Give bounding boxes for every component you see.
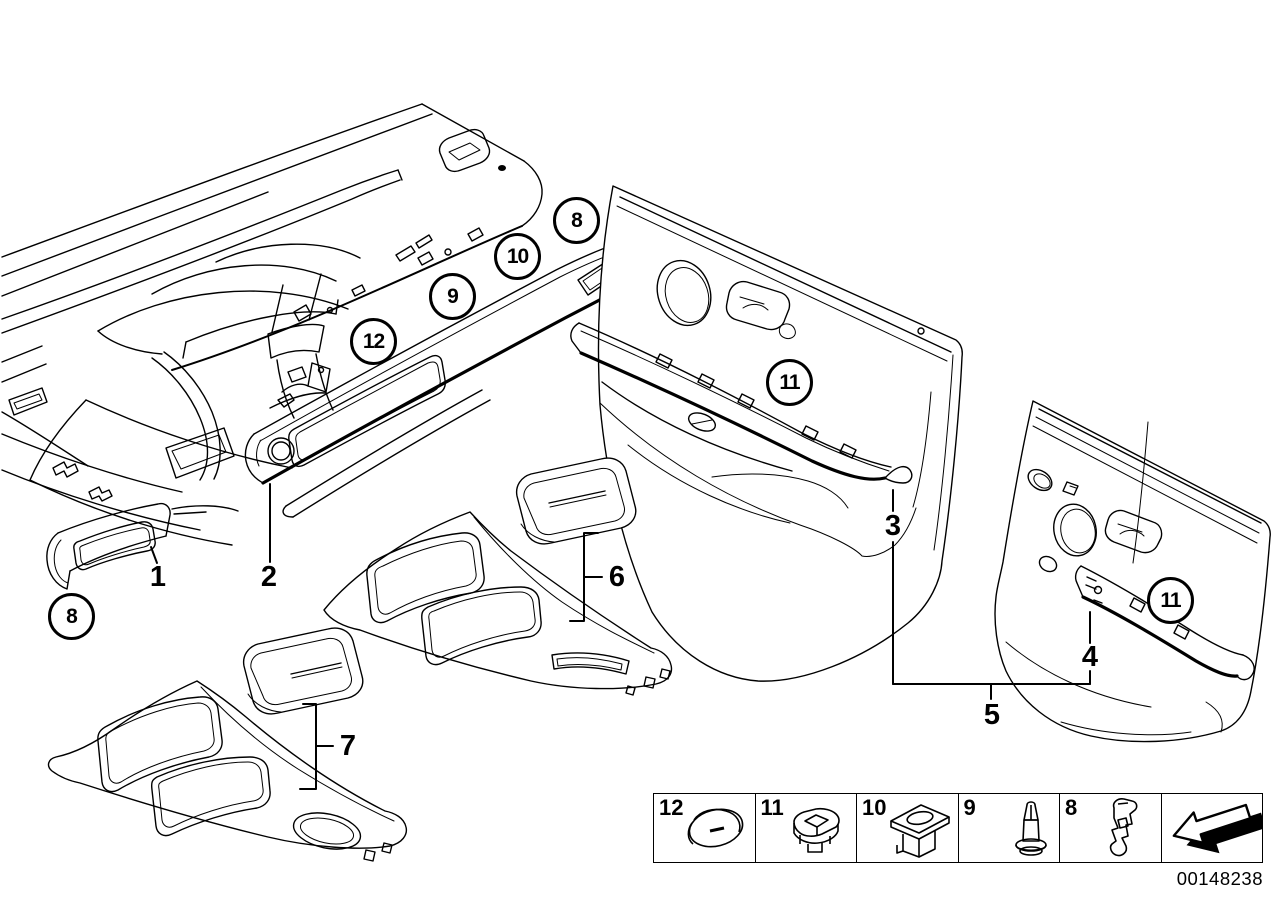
part-label-5[interactable]: 5 xyxy=(983,699,1001,731)
glovebox-trim-strip-part1 xyxy=(46,502,171,590)
legend-cell-9[interactable]: 9 xyxy=(959,794,1060,862)
callout-number: 9 xyxy=(447,284,459,308)
legend-number: 8 xyxy=(1065,795,1078,820)
oval-trim-cap-icon xyxy=(687,808,744,848)
legend-cell-10[interactable]: 10 xyxy=(857,794,959,862)
part-label-7[interactable]: 7 xyxy=(339,730,357,762)
front-door-panel xyxy=(570,185,963,682)
callout-number: 11 xyxy=(1160,588,1181,612)
legend-cell-11[interactable]: 11 xyxy=(756,794,857,862)
callout-circle-12[interactable]: 12 xyxy=(350,318,397,365)
callout-circle-8-dashboard[interactable]: 8 xyxy=(553,197,600,244)
legend-cell-12[interactable]: 12 xyxy=(654,794,756,862)
center-console-trim-part6 xyxy=(323,511,673,696)
callout-number: 12 xyxy=(362,329,385,353)
part-label-1[interactable]: 1 xyxy=(149,561,167,593)
legend-number: 10 xyxy=(862,795,887,820)
part-label-4[interactable]: 4 xyxy=(1081,641,1099,673)
metal-spring-clip-icon xyxy=(1109,798,1138,857)
rear-door-panel xyxy=(994,400,1271,743)
expansion-rivet-icon xyxy=(1014,801,1047,856)
part-label-3[interactable]: 3 xyxy=(884,510,902,542)
callout-number: 8 xyxy=(571,208,583,232)
armrest-lid-part7 xyxy=(242,627,364,715)
leader-lines xyxy=(150,483,1091,790)
back-arrow-icon xyxy=(1172,803,1263,854)
part-label-6[interactable]: 6 xyxy=(608,561,626,593)
part-label-2[interactable]: 2 xyxy=(260,561,278,593)
legend-number: 12 xyxy=(659,795,684,820)
legend-cell-nav[interactable] xyxy=(1162,794,1263,862)
center-console-trim-part7 xyxy=(47,680,408,862)
callout-circle-9[interactable]: 9 xyxy=(429,273,476,320)
legend-cell-8[interactable]: 8 xyxy=(1060,794,1162,862)
callout-number: 8 xyxy=(66,604,78,628)
drawing-number: 00148238 xyxy=(1176,868,1263,889)
callout-circle-11-front-door[interactable]: 11 xyxy=(766,359,813,406)
callout-circle-10[interactable]: 10 xyxy=(494,233,541,280)
callout-circle-11-rear-door[interactable]: 11 xyxy=(1147,577,1194,624)
callout-number: 11 xyxy=(779,370,800,394)
callout-circle-8-glovebox[interactable]: 8 xyxy=(48,593,95,640)
square-grommet-clip-icon xyxy=(792,807,840,853)
armrest-lid-part6 xyxy=(515,457,637,545)
callout-number: 10 xyxy=(506,244,529,268)
legend-number: 9 xyxy=(963,795,976,820)
legend-number: 11 xyxy=(760,795,784,820)
dashboard-drawing xyxy=(1,103,543,546)
fastener-legend-table: 12 11 xyxy=(653,793,1263,863)
snap-in-nut-clip-icon xyxy=(890,804,950,858)
